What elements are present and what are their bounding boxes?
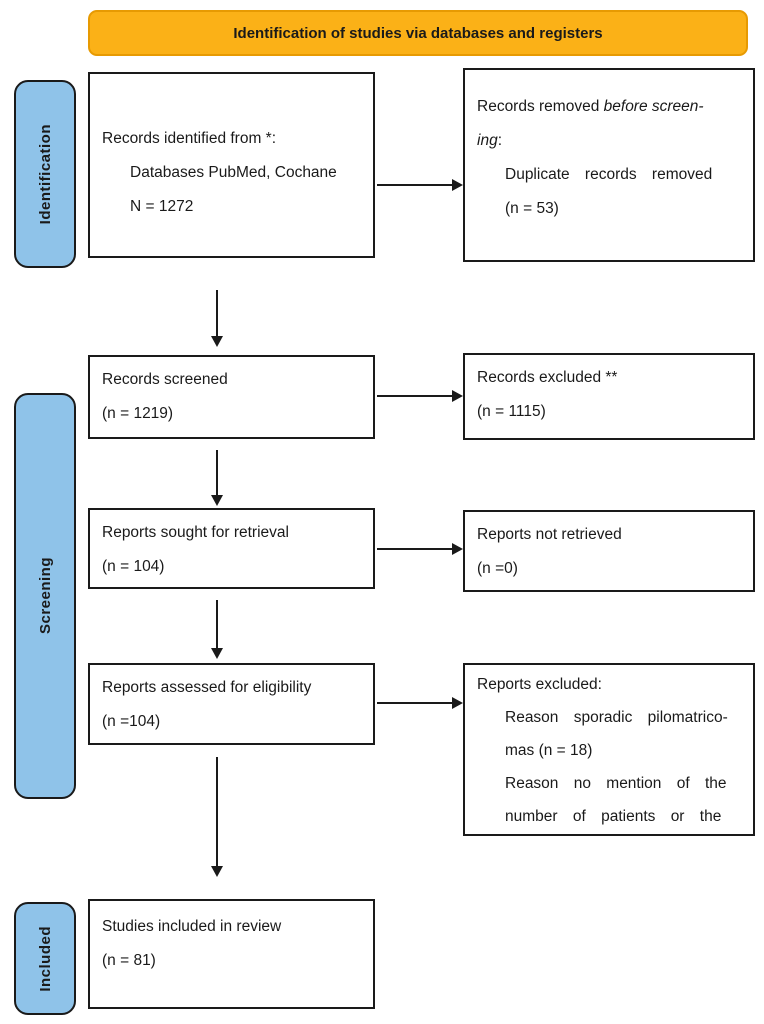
box-line: (n =0)	[477, 560, 518, 577]
box-reports-excluded-reasons: Reports excluded: Reason sporadic piloma…	[463, 663, 755, 836]
banner-title: Identification of studies via databases …	[233, 24, 603, 42]
box-line: (n = 1219)	[102, 405, 174, 422]
box-line: (n = 104)	[102, 558, 165, 575]
box-line: Reason sporadic pilomatrico-	[505, 709, 728, 726]
arrow-right-reports-excluded	[377, 697, 463, 709]
box-line: Databases PubMed, Cochane	[130, 164, 337, 181]
box-line: Reason no mention of the	[505, 775, 727, 792]
stage-label-identification: Identification	[14, 80, 76, 268]
box-line: Records excluded **	[477, 369, 618, 386]
box-records-excluded: Records excluded ** (n = 1115)	[463, 353, 755, 440]
stage-label-identification-text: Identification	[36, 123, 54, 225]
box-line: (n =104)	[102, 713, 161, 730]
banner-identification-of-studies: Identification of studies via databases …	[88, 10, 748, 56]
box-line: Reports excluded:	[477, 676, 602, 693]
arrow-right-excluded	[377, 390, 463, 402]
arrow-down-to-included	[211, 757, 223, 877]
box-line: Records removed before screen-	[477, 98, 704, 115]
stage-label-included-text: Included	[36, 925, 54, 992]
box-studies-included: Studies included in review (n = 81)	[88, 899, 375, 1009]
box-reports-not-retrieved: Reports not retrieved (n =0)	[463, 510, 755, 592]
box-line: mas (n = 18)	[505, 742, 593, 759]
box-line: Records screened	[102, 371, 228, 388]
stage-label-included: Included	[14, 902, 76, 1015]
stage-label-screening: Screening	[14, 393, 76, 799]
box-line: Reports not retrieved	[477, 526, 622, 543]
stage-label-screening-text: Screening	[36, 557, 54, 635]
box-line: (n = 1115)	[477, 403, 546, 420]
box-records-removed-before-screening: Records removed before screen- ing: Dupl…	[463, 68, 755, 262]
arrow-down-to-screened	[211, 290, 223, 347]
box-line: ing:	[477, 132, 502, 149]
box-line: (n = 53)	[505, 200, 559, 217]
box-records-screened: Records screened (n = 1219)	[88, 355, 375, 439]
box-reports-sought: Reports sought for retrieval (n = 104)	[88, 508, 375, 589]
box-records-identified: Records identified from *: Databases Pub…	[88, 72, 375, 258]
box-line: Reports sought for retrieval	[102, 524, 289, 541]
box-line: N = 1272	[130, 198, 194, 215]
box-reports-assessed: Reports assessed for eligibility (n =104…	[88, 663, 375, 745]
box-line: number of patients or the	[505, 808, 722, 825]
box-line: Studies included in review	[102, 918, 282, 935]
arrow-down-to-sought	[211, 450, 223, 506]
box-line: (n = 81)	[102, 952, 156, 969]
box-line: Records identified from *:	[102, 130, 277, 147]
arrow-down-to-assessed	[211, 600, 223, 659]
box-line: Reports assessed for eligibility	[102, 679, 312, 696]
arrow-right-identification	[377, 179, 463, 191]
arrow-right-not-retrieved	[377, 543, 463, 555]
box-line: Duplicate records removed	[505, 166, 713, 183]
